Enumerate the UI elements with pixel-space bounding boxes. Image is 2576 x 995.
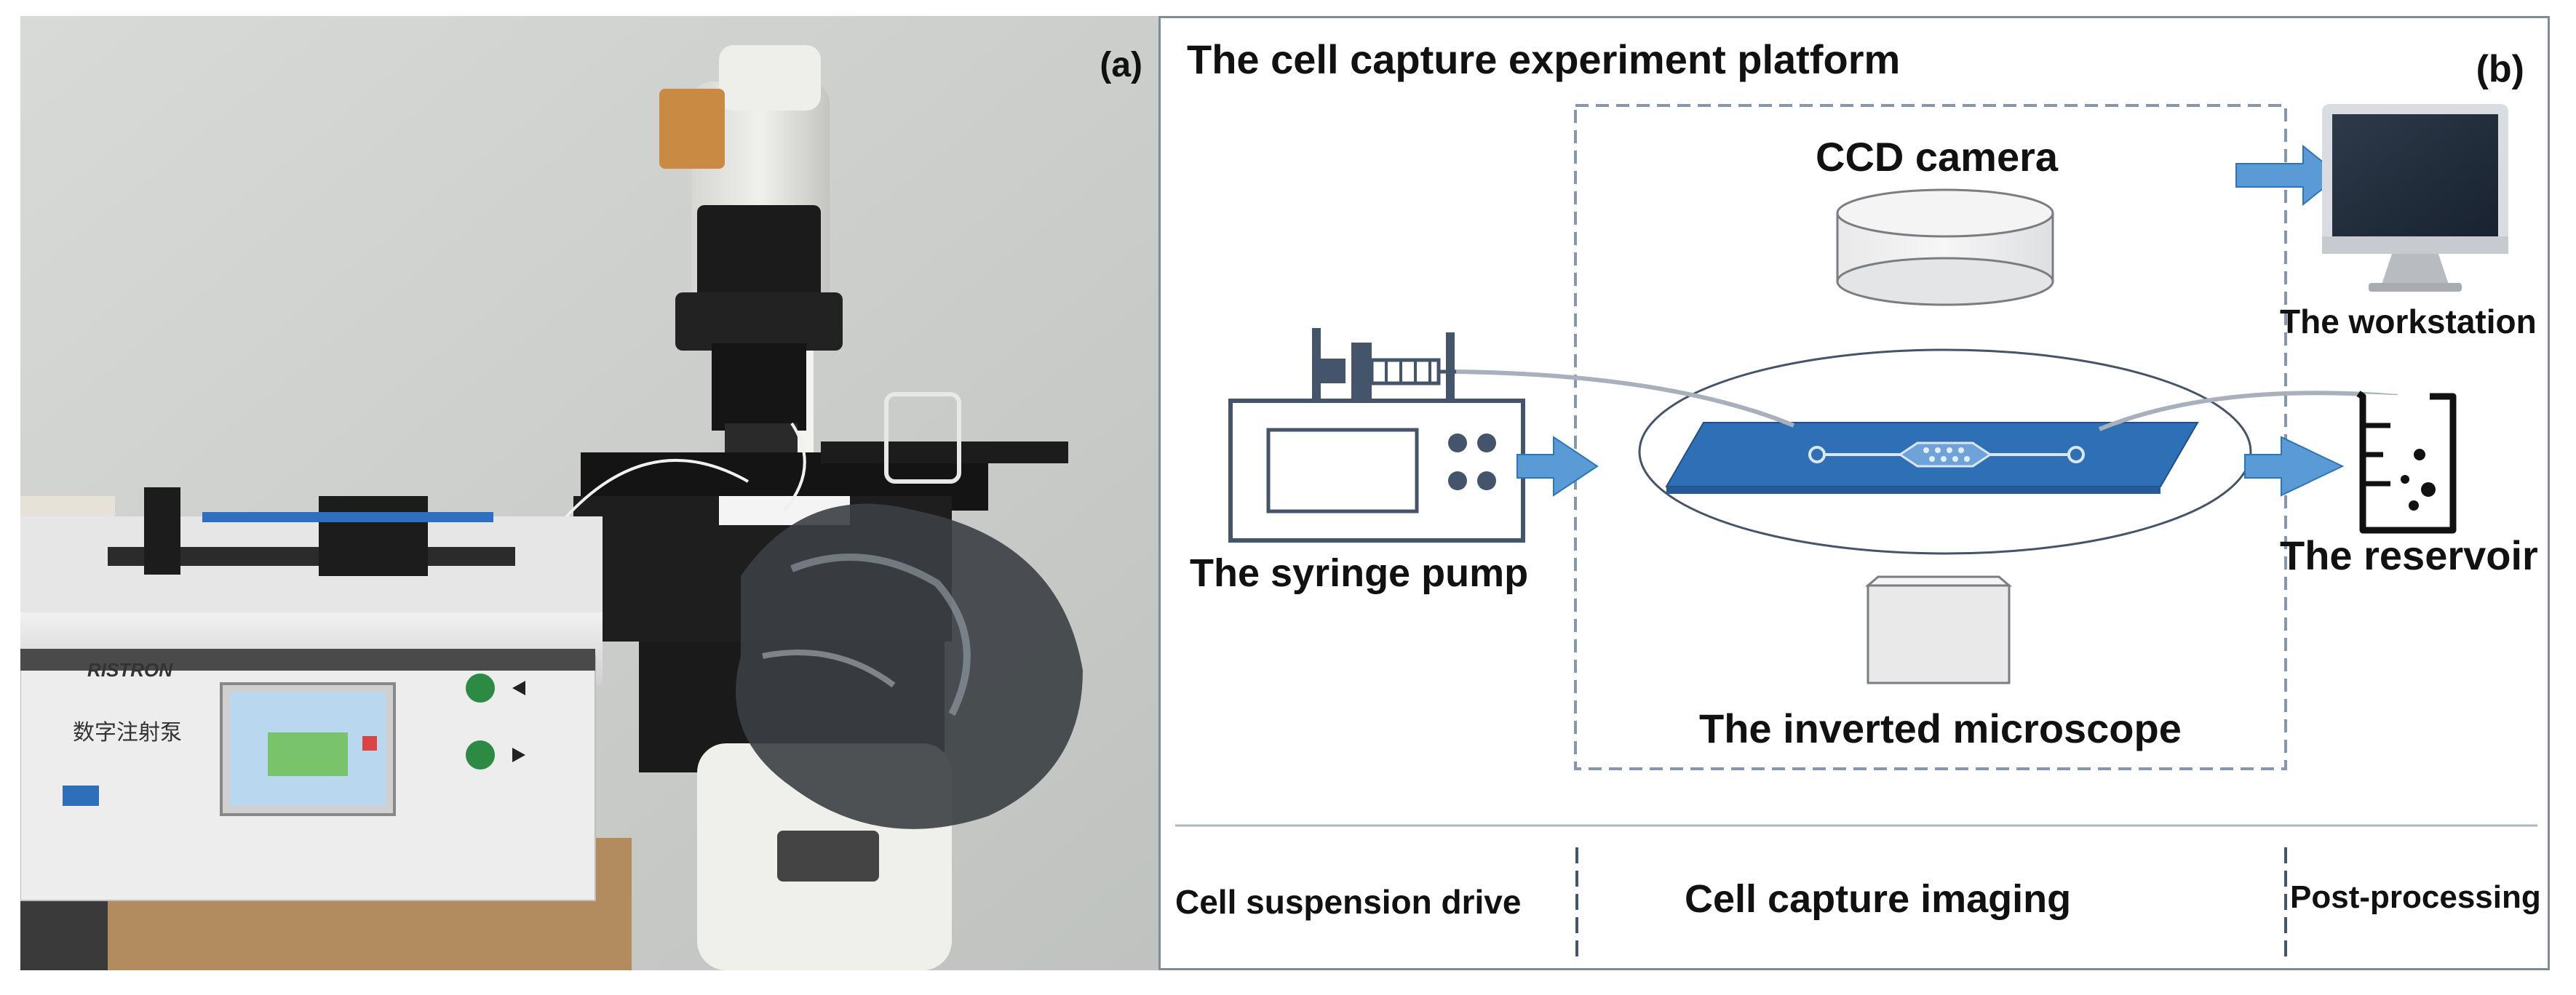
pump-to-stage-arrow [1516,436,1599,497]
microscope-objective-shape [1864,575,2013,684]
stage-label-drive: Cell suspension drive [1175,883,1522,921]
photo-panel: (a) RISTRON 数字注射泵 [20,16,1164,970]
stage-label-post-processing: Post-processing [2290,879,2541,915]
stage-label-imaging: Cell capture imaging [1685,877,2072,921]
diagram-title: The cell capture experiment platform [1187,36,1901,82]
inlet-tubing [1454,369,1795,428]
panel-a-label: (a) [1100,46,1142,84]
reservoir-label: The reservoir [2280,532,2538,578]
imaging-region-border [1574,104,2287,770]
outlet-tubing [2098,391,2398,431]
panel-b-label: (b) [2476,48,2524,90]
platform-schematic [1175,104,2537,964]
lab-setup-photo [20,16,1164,970]
microscope-tower [659,45,843,460]
ccd-camera-label: CCD camera [1816,134,2059,180]
plastic-bag [736,503,1083,829]
microscope-stage-ellipse [1638,348,2252,555]
pump-name-label: 数字注射泵 [73,721,182,745]
ccd-camera-shape [1836,188,2054,306]
microfluidic-chip [1665,422,2199,494]
reservoir-beaker-icon [2356,391,2457,534]
inverted-microscope-label: The inverted microscope [1699,706,2182,751]
workstation-monitor-icon [2322,104,2508,292]
workstation-label: The workstation [2280,303,2537,340]
syringe-pump-device [20,487,603,901]
pump-brand-label: RISTRON [87,659,172,681]
camera-to-workstation-arrow [2235,144,2341,207]
syringe-pump-label: The syringe pump [1190,551,1529,595]
schematic-panel: The cell capture experiment platform (b)… [1158,16,2550,970]
syringe-pump-icon [1228,328,1525,543]
stage-to-reservoir-arrow [2244,436,2345,497]
